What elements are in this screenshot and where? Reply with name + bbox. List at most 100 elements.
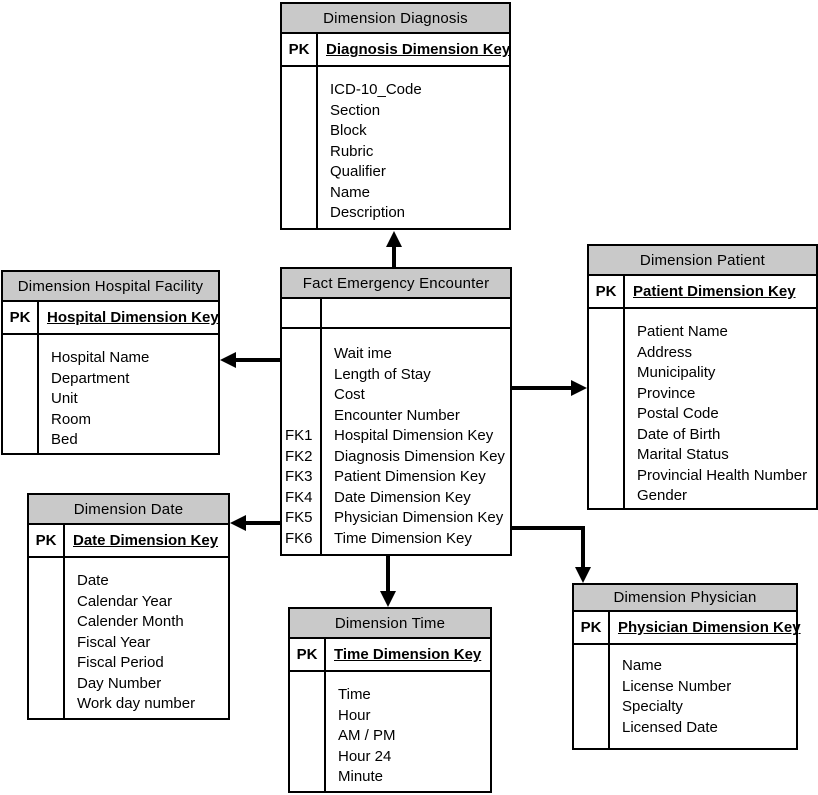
fk-label [293, 706, 324, 727]
field-name: Marital Status [637, 446, 729, 463]
field-name: Hospital Name [51, 349, 150, 366]
pk-label: PK [29, 525, 65, 556]
field-name: Provincial Health Number [637, 466, 808, 484]
fk-label [285, 162, 316, 183]
fk-label: FK5 [285, 509, 313, 526]
pk-label: PK [3, 302, 39, 333]
fk-label [285, 203, 316, 224]
fk-label [285, 142, 316, 163]
arrow-fact-to-hospital-facility [220, 352, 280, 368]
field-name: Date of Birth [637, 425, 721, 443]
fk-label [592, 425, 623, 446]
fk-label [592, 445, 623, 466]
pk-row [282, 299, 510, 329]
fk-label [6, 348, 37, 369]
field-name: Diagnosis Dimension Key [334, 447, 505, 465]
fk-label [32, 612, 63, 633]
pk-label: PK [282, 34, 318, 65]
fk-label [32, 571, 63, 592]
field-name: AM / PM [338, 727, 396, 744]
field-name: Specialty [622, 698, 683, 715]
fk-label: FK1 [285, 427, 313, 444]
fk-label [32, 633, 63, 654]
field-name: Cost [334, 386, 365, 403]
fk-label: FK2 [285, 447, 313, 465]
fk-column [574, 645, 610, 748]
table-title: Dimension Time [290, 609, 490, 639]
pk-row: PK Date Dimension Key [29, 525, 228, 558]
fk-label [285, 80, 316, 101]
fk-label: FK6 [285, 529, 313, 547]
pk-field: Hospital Dimension Key [47, 309, 219, 326]
fk-column [282, 67, 318, 228]
pk-row: PK Physician Dimension Key [574, 612, 801, 645]
table-title: Dimension Hospital Facility [3, 272, 218, 302]
fk-label [592, 384, 623, 405]
fk-label [6, 389, 37, 410]
field-name: Hospital Dimension Key [334, 427, 494, 444]
table-dimension-diagnosis: Dimension Diagnosis PK Diagnosis Dimensi… [280, 2, 511, 230]
arrow-fact-to-physician [512, 526, 591, 583]
field-name: Patient Dimension Key [334, 468, 486, 485]
fk-label [592, 322, 623, 343]
fk-label [6, 369, 37, 390]
table-title: Fact Emergency Encounter [282, 269, 510, 299]
field-name: Patient Name [637, 323, 728, 340]
fk-column [290, 672, 326, 791]
fk-label: FK4 [285, 488, 313, 506]
fk-label [32, 653, 63, 674]
fk-label [592, 404, 623, 425]
field-name: Room [51, 410, 92, 428]
fk-label [577, 677, 608, 698]
pk-field: Patient Dimension Key [633, 283, 796, 300]
field-name: Block [330, 122, 367, 139]
field-name: Bed [51, 431, 78, 448]
field-name: Unit [51, 390, 78, 407]
field-name: Calendar Year [77, 592, 173, 610]
field-name: Length of Stay [334, 365, 431, 383]
field-name: Fiscal Period [77, 654, 164, 671]
table-title: Dimension Patient [589, 246, 816, 276]
pk-row: PK Time Dimension Key [290, 639, 490, 672]
fk-label [32, 592, 63, 613]
field-name: Hour [338, 706, 371, 724]
arrow-fact-to-time [380, 556, 396, 607]
fk-label [293, 767, 324, 788]
fk-label [285, 183, 316, 204]
fk-label [6, 410, 37, 431]
table-dimension-physician: Dimension Physician PK Physician Dimensi… [572, 583, 801, 750]
fk-label [592, 486, 623, 507]
field-name: Description [330, 204, 406, 221]
field-name: Name [622, 657, 663, 674]
arrow-fact-to-diagnosis [386, 231, 402, 267]
field-name: Wait ime [334, 345, 392, 362]
field-name: Licensed Date [622, 718, 718, 736]
table-dimension-date: Dimension Date PK Date Dimension Key Dat… [27, 493, 230, 720]
fk-label [285, 406, 320, 427]
fk-label [285, 385, 320, 406]
field-name: Work day number [77, 695, 196, 712]
fk-label [285, 121, 316, 142]
fk-column [589, 309, 625, 508]
field-name: Address [637, 343, 693, 361]
fk-label [32, 674, 63, 695]
field-name: Department [51, 369, 130, 387]
fk-label [293, 685, 324, 706]
pk-field [322, 299, 510, 327]
pk-label: PK [290, 639, 326, 670]
fk-label [6, 430, 37, 451]
fk-label [577, 697, 608, 718]
field-name: Physician Dimension Key [334, 509, 504, 526]
pk-row: PK Patient Dimension Key [589, 276, 816, 309]
field-name: Postal Code [637, 405, 719, 422]
field-name: Province [637, 384, 696, 402]
fk-column [3, 335, 39, 453]
